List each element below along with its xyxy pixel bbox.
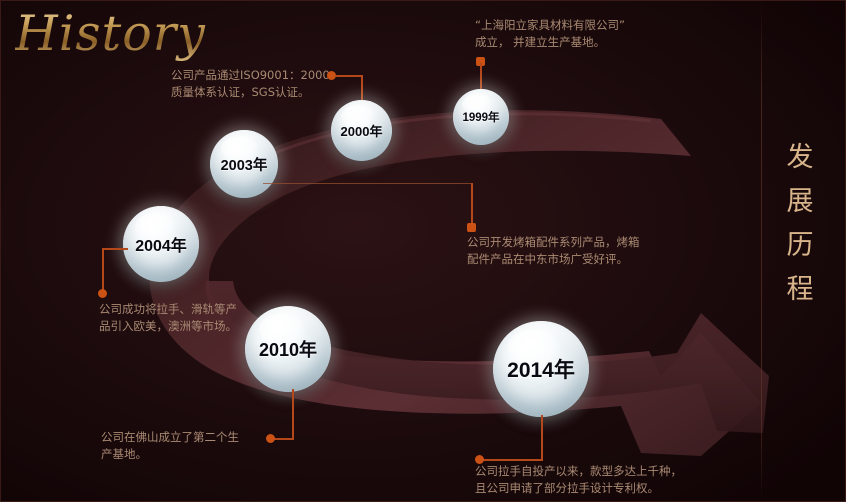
- milestone-year-2000: 2000年: [340, 124, 383, 139]
- callout-2000: 公司产品通过ISO9001：2000 质量体系认证，SGS认证。: [171, 68, 330, 99]
- connector-dot-1999: [476, 57, 485, 66]
- milestone-bubble-2003[interactable]: 2003年: [210, 130, 278, 198]
- callout-2003: 公司开发烤箱配件系列产品，烤箱 配件产品在中东市场广受好评。: [467, 235, 640, 266]
- milestone-bubble-1999[interactable]: 1999年: [453, 89, 509, 145]
- connector-dot-2004: [98, 289, 107, 298]
- callout-1999: “上海阳立家具材料有限公司” 成立， 并建立生产基地。: [475, 18, 625, 49]
- milestone-bubble-2014[interactable]: 2014年: [493, 321, 589, 417]
- connector-dot-2000: [327, 71, 336, 80]
- callout-2010: 公司在佛山成立了第二个生 产基地。: [101, 430, 239, 461]
- milestone-bubble-2000[interactable]: 2000年: [331, 100, 392, 161]
- milestone-year-1999: 1999年: [462, 112, 500, 124]
- connector-line-2000-v: [361, 75, 363, 105]
- connector-line-2010-h: [271, 438, 294, 440]
- connector-line-2004-v: [102, 248, 104, 292]
- connector-dot-2014: [475, 455, 484, 464]
- milestone-year-2004: 2004年: [135, 238, 187, 255]
- page-title: History: [15, 5, 206, 62]
- connector-line-2014-h: [480, 459, 543, 461]
- milestone-year-2003: 2003年: [220, 157, 268, 174]
- callout-2004: 公司成功将拉手、滑轨等产 品引入欧美，澳洲等市场。: [99, 302, 237, 333]
- connector-line-2014-v: [541, 415, 543, 460]
- vertical-heading: 发 展 历 程: [783, 136, 817, 312]
- milestone-year-2014: 2014年: [507, 359, 575, 382]
- vertical-heading-char-4: 程: [786, 274, 814, 305]
- connector-line-2000-h: [335, 75, 363, 77]
- connector-line-1999: [480, 63, 482, 94]
- milestone-bubble-2004[interactable]: 2004年: [123, 206, 199, 282]
- connector-line-2003-v: [471, 183, 473, 228]
- connector-dot-2010: [266, 434, 275, 443]
- vertical-heading-char-3: 历: [786, 230, 814, 261]
- milestone-bubble-2010[interactable]: 2010年: [245, 306, 331, 392]
- callout-2014: 公司拉手自投产以来，款型多达上千种， 且公司申请了部分拉手设计专利权。: [475, 464, 682, 495]
- connector-line-2003-h: [263, 183, 473, 184]
- vertical-heading-char-2: 展: [786, 186, 814, 217]
- vertical-divider: [761, 1, 762, 501]
- connector-line-2004-h: [102, 248, 128, 250]
- connector-dot-2003: [467, 223, 476, 232]
- connector-line-2010-v: [292, 389, 294, 439]
- vertical-heading-char-1: 发: [786, 142, 814, 173]
- milestone-year-2010: 2010年: [258, 340, 318, 360]
